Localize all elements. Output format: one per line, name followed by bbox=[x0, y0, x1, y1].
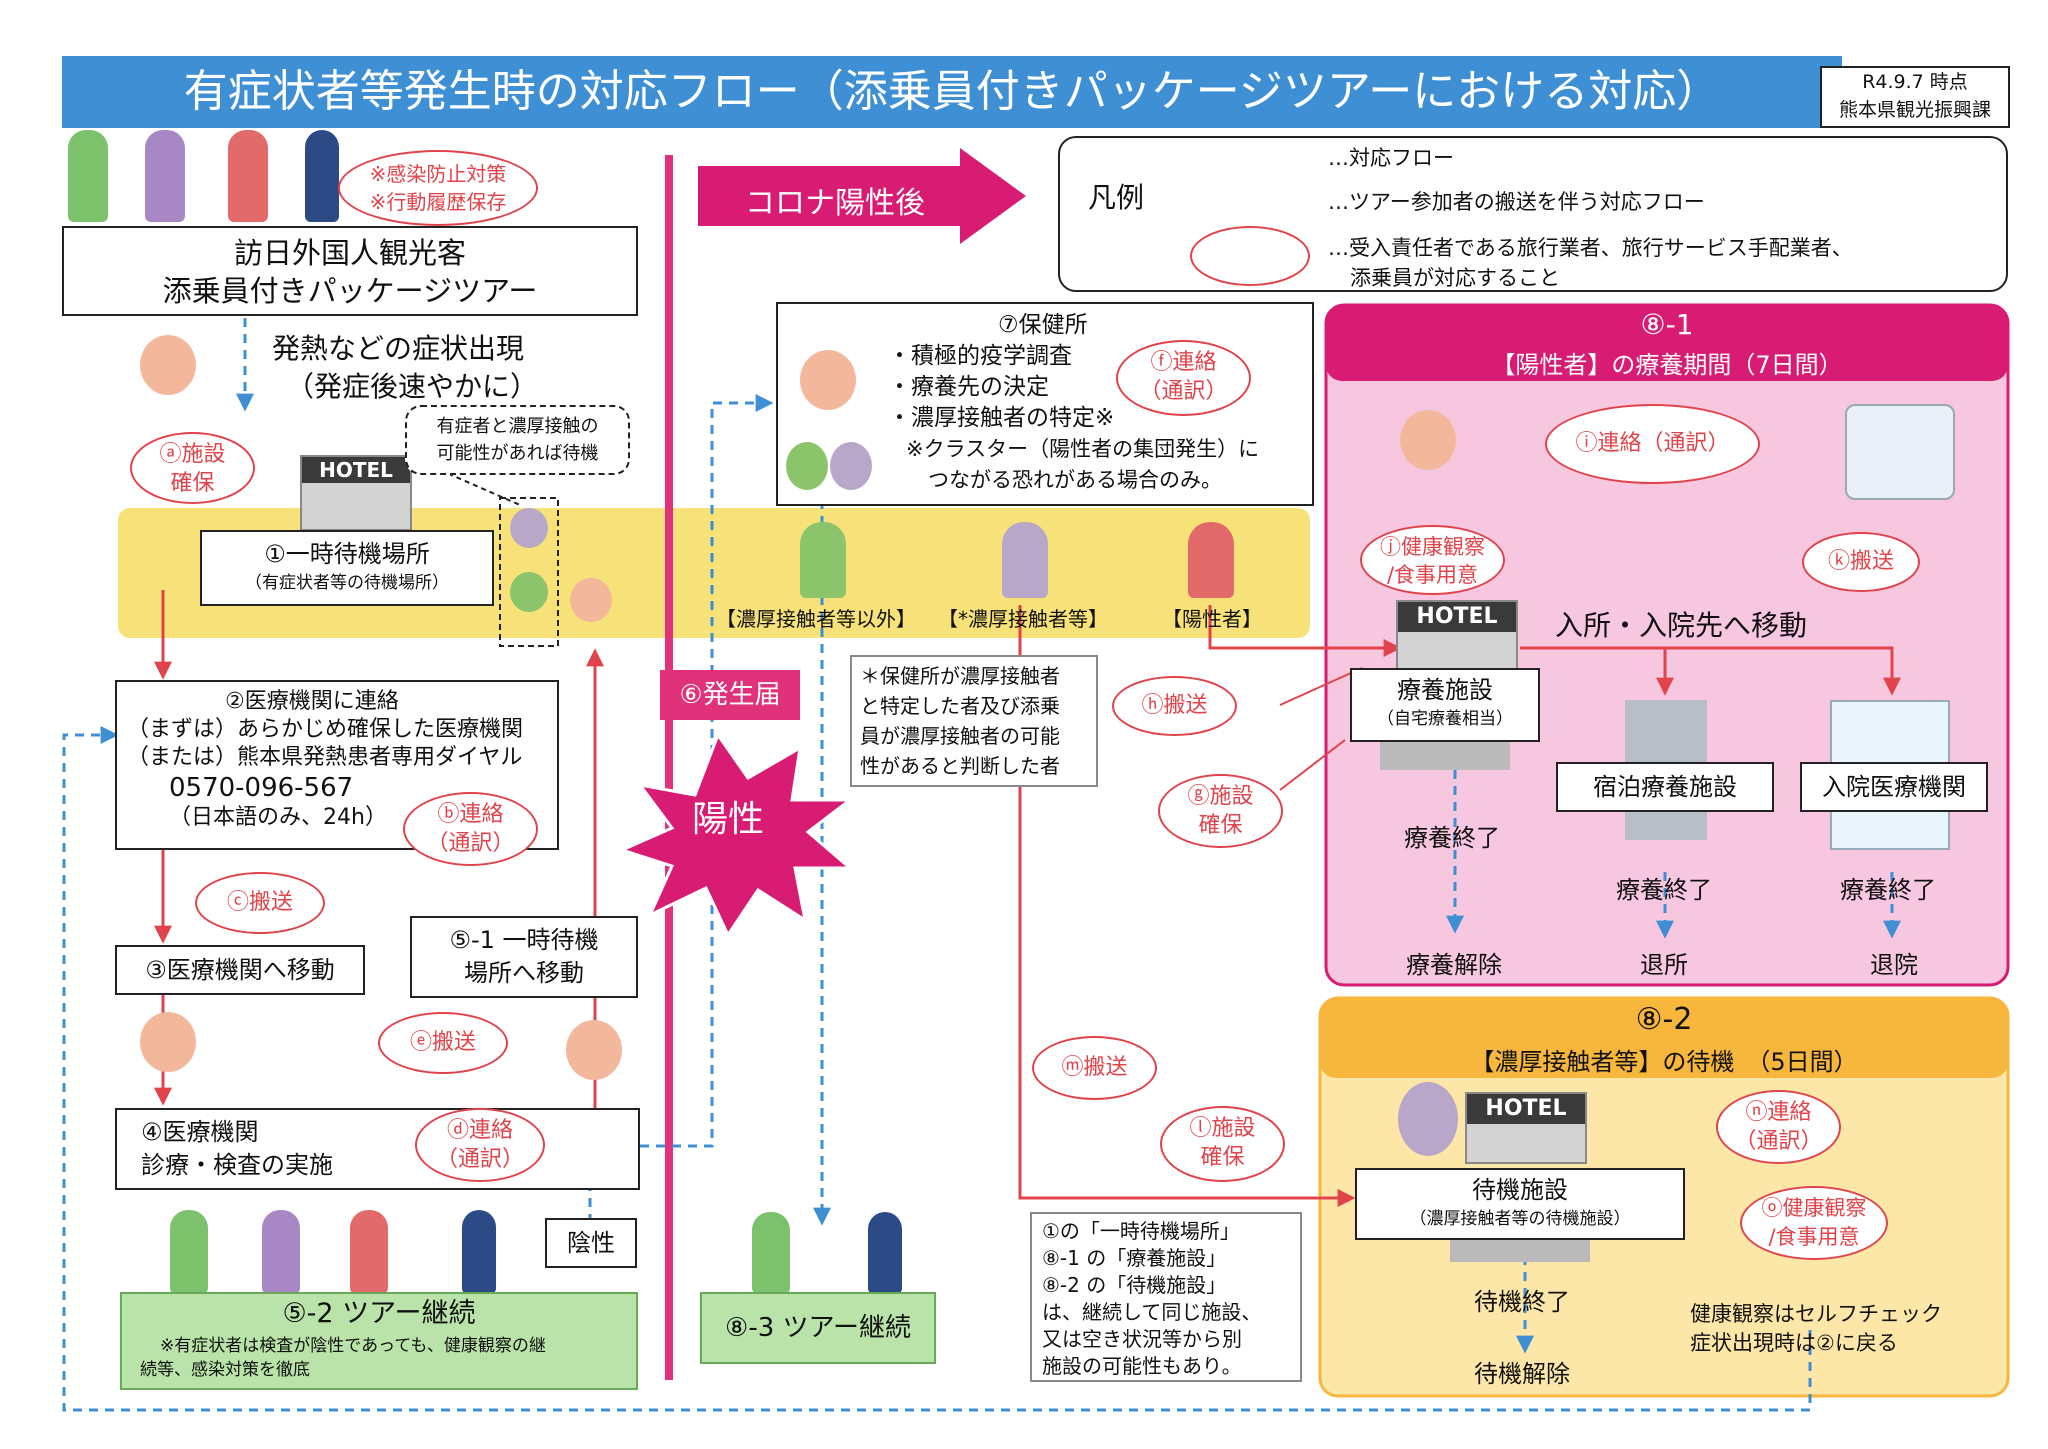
symptom-person-icon bbox=[570, 578, 612, 622]
tour-guide-icon bbox=[305, 130, 339, 222]
positive-label: 陽性 bbox=[692, 799, 765, 840]
bubble-e-transport: ⓔ搬送 bbox=[378, 1012, 508, 1074]
positive-person-icon bbox=[1400, 410, 1456, 470]
lodging-facility-box: 宿泊療養施設 bbox=[1556, 762, 1774, 812]
bubble-a-facility: ⓐ施設 確保 bbox=[130, 432, 255, 504]
traveler-icon bbox=[145, 130, 185, 222]
bubble-f-contact: ⓕ連絡 （通訳） bbox=[1116, 340, 1251, 416]
release-label-1: 療養解除 bbox=[1406, 951, 1502, 979]
step-8-3-box: ⑧-3 ツアー継続 bbox=[700, 1292, 936, 1364]
building-icon bbox=[1450, 1240, 1590, 1262]
close-contact-icon bbox=[1002, 522, 1048, 598]
end-label-2: 療養終了 bbox=[1616, 876, 1712, 904]
symptom-person-icon bbox=[800, 350, 856, 410]
panel-8-2-header bbox=[1320, 998, 2008, 1078]
hotel-icon: HOTEL bbox=[1465, 1092, 1587, 1164]
negative-box: 陰性 bbox=[545, 1218, 637, 1268]
same-facility-note: ①の「一時待機場所」 ⑧-1 の「療養施設」 ⑧-2 の「待機施設」 は、継続し… bbox=[1030, 1212, 1302, 1382]
wait-end-label: 待機終了 bbox=[1474, 1288, 1570, 1316]
corona-banner-label: コロナ陽性後 bbox=[745, 186, 925, 221]
step-5-2-box: ⑤-2 ツアー継続 ※有症状者は検査が陰性であっても、健康観察の継 続等、感染対… bbox=[120, 1292, 638, 1390]
traveler-icon bbox=[752, 1212, 790, 1294]
building-icon bbox=[1380, 742, 1510, 770]
corona-banner-arrow bbox=[698, 148, 1026, 244]
symptom-person-icon bbox=[140, 1012, 196, 1072]
bubble-b-contact: ⓑ連絡 （通訳） bbox=[403, 792, 538, 866]
traveler-icon bbox=[170, 1210, 208, 1294]
org-label: 熊本県観光振興課 bbox=[1838, 99, 1991, 121]
bed-icon bbox=[1845, 404, 1955, 500]
bubble-k-transport: ⓚ搬送 bbox=[1802, 532, 1920, 592]
hospital-box: 入院医療機関 bbox=[1800, 762, 1988, 812]
bubble-d-contact: ⓓ連絡 （通訳） bbox=[415, 1108, 545, 1182]
traveler-icon bbox=[228, 130, 268, 222]
bubble-o-health: ⓞ健康観察 /食事用意 bbox=[1740, 1186, 1888, 1260]
close-contact-icon bbox=[786, 442, 828, 490]
bubble-h-transport: ⓗ搬送 bbox=[1112, 676, 1237, 736]
visitors-box: 訪日外国人観光客 添乗員付きパッケージツアー bbox=[62, 226, 638, 316]
hotel-icon: HOTEL bbox=[300, 455, 412, 531]
bubble-m-transport: ⓜ搬送 bbox=[1032, 1036, 1157, 1100]
symptom-person-icon bbox=[566, 1020, 622, 1080]
report-label: ⑥発生届 bbox=[660, 670, 800, 720]
panel-8-1-title: ⑧-1 bbox=[1640, 308, 1694, 341]
positive-burst bbox=[617, 731, 855, 939]
bubble-l-facility: ⓛ施設 確保 bbox=[1160, 1106, 1285, 1182]
symptom-person-icon bbox=[140, 335, 196, 395]
release-label-2: 退所 bbox=[1640, 951, 1688, 979]
legend-bubble bbox=[1190, 226, 1310, 286]
divider-bar bbox=[665, 155, 673, 1380]
bubble-c-transport: ⓒ搬送 bbox=[195, 872, 325, 934]
close-contact-icon bbox=[830, 442, 872, 490]
move-label: 入所・入院先へ移動 bbox=[1555, 609, 1808, 642]
tour-guide-icon bbox=[868, 1212, 902, 1294]
legend-guide-1: …受入責任者である旅行業者、旅行サービス手配業者、 bbox=[1328, 236, 1853, 260]
legend-solid: …ツアー参加者の搬送を伴う対応フロー bbox=[1328, 190, 1705, 214]
group-close-label: 【*濃厚接触者等】 bbox=[938, 607, 1108, 631]
hotel-icon: HOTEL bbox=[1396, 600, 1518, 670]
bubble-j-health: ⓙ健康観察 /食事用意 bbox=[1360, 525, 1505, 595]
legend-guide-2: 添乗員が対応すること bbox=[1350, 266, 1560, 290]
self-check-note: 健康観察はセルフチェック 症状出現時は②に戻る bbox=[1690, 1302, 1942, 1355]
group-positive-label: 【陽性者】 bbox=[1162, 607, 1262, 631]
wait-release-label: 待機解除 bbox=[1474, 1360, 1570, 1388]
legend-title: 凡例 bbox=[1088, 181, 1145, 214]
other-person-icon bbox=[800, 522, 846, 598]
end-label-1: 療養終了 bbox=[1404, 824, 1500, 852]
symptom-text: 発熱などの症状出現 （発症後速やかに） bbox=[272, 332, 539, 403]
bubble-g-facility: ⓖ施設 確保 bbox=[1158, 774, 1283, 848]
group-other-label: 【濃厚接触者等以外】 bbox=[716, 607, 916, 631]
close-contact-note: ＊保健所が濃厚接触者 と特定した者及び添乗 員が濃厚接触者の可能 性があると判断… bbox=[850, 655, 1098, 787]
end-label-3: 療養終了 bbox=[1840, 876, 1936, 904]
date-stamp: R4.9.7 時点 熊本県観光振興課 bbox=[1820, 66, 2010, 128]
recovery-facility-box: 療養施設 （自宅療養相当） bbox=[1350, 668, 1540, 742]
traveler-icon bbox=[68, 130, 108, 222]
tour-guide-icon bbox=[462, 1210, 496, 1294]
waiting-person-icon bbox=[510, 508, 548, 548]
positive-person-icon bbox=[1188, 522, 1234, 598]
step-5-1-box: ⑤-1 一時待機 場所へ移動 bbox=[410, 916, 638, 998]
release-label-3: 退院 bbox=[1870, 951, 1918, 979]
legend-dashed: …対応フロー bbox=[1328, 146, 1454, 170]
step-2-box: ②医療機関に連絡 （まずは）あらかじめ確保した医療機関 （または）熊本県発熱患者… bbox=[115, 680, 559, 850]
callout-wait: 有症者と濃厚接触の 可能性があれば待機 bbox=[405, 405, 630, 475]
title-bar bbox=[62, 56, 1842, 128]
step-3-box: ③医療機関へ移動 bbox=[115, 945, 365, 995]
waiting-person-icon bbox=[510, 572, 548, 612]
waiting-facility-box: 待機施設 （濃厚接触者等の待機施設） bbox=[1355, 1168, 1685, 1240]
close-contact-icon bbox=[1398, 1082, 1458, 1156]
panel-8-2-subtitle: 【濃厚接触者等】の待機 （5日間） bbox=[1470, 1048, 1858, 1076]
bubble-i-contact: ⓘ連絡（通訳） bbox=[1545, 404, 1760, 484]
traveler-icon bbox=[262, 1210, 300, 1294]
panel-8-1-subtitle: 【陽性者】の療養期間（7日間） bbox=[1491, 351, 1843, 379]
panel-8-1-header bbox=[1326, 305, 2008, 381]
page-title: 有症状者等発生時の対応フロー（添乗員付きパッケージツアーにおける対応） bbox=[183, 66, 1721, 117]
bubble-n-contact: ⓝ連絡 （通訳） bbox=[1716, 1090, 1841, 1164]
traveler-icon bbox=[350, 1210, 388, 1294]
step-4-box: ④医療機関 診療・検査の実施 bbox=[115, 1108, 640, 1190]
date-label: R4.9.7 時点 bbox=[1862, 71, 1968, 93]
panel-8-2-title: ⑧-2 bbox=[1635, 1002, 1693, 1037]
bubble-infection-control: ※感染防止対策 ※行動履歴保存 bbox=[338, 150, 538, 226]
step-1-box: ①一時待機場所 （有症状者等の待機場所） bbox=[200, 530, 494, 606]
